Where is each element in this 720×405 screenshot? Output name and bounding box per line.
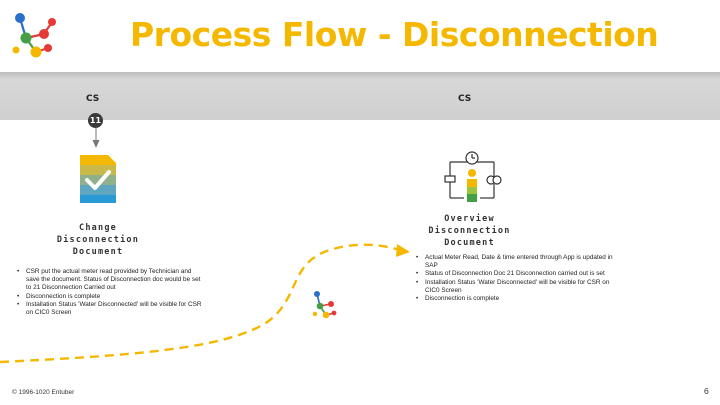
page-title: Process Flow - Disconnection [130, 15, 659, 54]
lane-label-cs: CS [86, 94, 100, 104]
bullet-item: Disconnection is complete [14, 293, 204, 301]
step-title-line: Disconnection [428, 226, 511, 236]
step-bullet-list: Actual Meter Read, Date & time entered t… [413, 254, 613, 303]
meter-overview-icon [444, 151, 502, 202]
bullet-item: Disconnection is complete [413, 295, 613, 303]
step-bullet-list: CSR put the actual meter read provided b… [14, 268, 204, 317]
document-check-icon [80, 155, 116, 203]
step-title-line: Change [79, 223, 117, 233]
bullet-item: Actual Meter Read, Date & time entered t… [413, 254, 613, 270]
swimlane-band-shadow [0, 72, 720, 80]
bullet-item: Status of Disconnection Doc 21 Disconnec… [413, 270, 613, 278]
step-title-line: Overview [444, 214, 495, 224]
step-title-line: Document [444, 238, 495, 248]
copyright-text: © 1996-1020 Entuber [12, 389, 75, 396]
brand-logo-small-icon [312, 291, 337, 319]
lane-label-cs: CS [458, 94, 472, 104]
step-title-line: Disconnection [56, 235, 140, 245]
step-title-line: Document [72, 247, 124, 257]
page-number: 6 [704, 386, 709, 396]
bullet-item: Installation Status 'Water Disconnected'… [413, 279, 613, 295]
bullet-item: Installation Status 'Water Disconnected'… [14, 301, 204, 317]
step-title: Change Disconnection Document [38, 222, 158, 258]
step-title: Overview Disconnection Document [407, 213, 532, 249]
arrow-down-icon [92, 128, 100, 148]
bullet-item: CSR put the actual meter read provided b… [14, 268, 204, 293]
swimlane-band [0, 72, 720, 120]
brand-logo-icon [12, 13, 56, 58]
step-number-badge: 11 [88, 113, 103, 128]
